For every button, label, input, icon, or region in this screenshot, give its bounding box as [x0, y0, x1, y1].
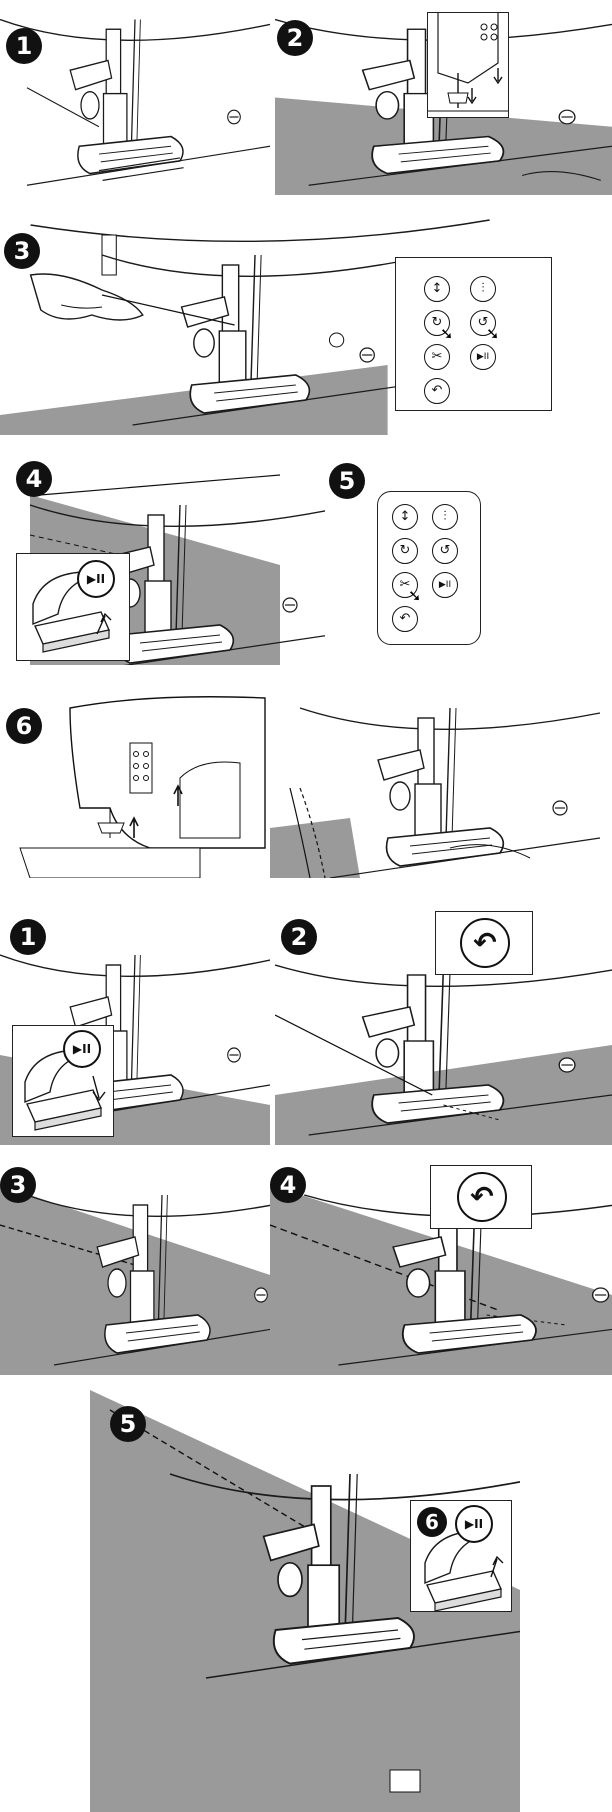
reverse-button[interactable]: ↶	[457, 1172, 507, 1222]
step2-5-panel: 5 6 ▶II	[90, 1390, 520, 1812]
step-2-panel: 2	[275, 0, 612, 195]
needle-lowering-inset	[427, 12, 509, 118]
tie-off-button[interactable]: ↺	[432, 538, 458, 564]
step-badge: 2	[281, 919, 317, 955]
lock-button[interactable]: ↻	[392, 538, 418, 564]
reverse-button[interactable]: ↶	[424, 378, 450, 404]
step-badge: 4	[270, 1167, 306, 1203]
step-4-panel: 4 ▶II	[0, 455, 325, 665]
thread-cut-button[interactable]: ✂	[424, 344, 450, 370]
step2-2-panel: 2 ↶	[275, 905, 612, 1145]
foot-pedal-inset: ▶II	[16, 553, 130, 661]
step2-1-panel: 1 ▶II	[0, 905, 270, 1145]
step-badge: 3	[4, 233, 40, 269]
reverse-button-inset: ↶	[435, 911, 533, 975]
reverse-button[interactable]: ↶	[392, 606, 418, 632]
control-panel-inset: ↕ ⫶ ↻ ↺ ✂ ▶II ↶ ➘	[377, 491, 481, 645]
start-stop-button[interactable]: ▶II	[470, 344, 496, 370]
step-badge: 6	[6, 708, 42, 744]
step-5-panel: 5 ↕ ⫶ ↻ ↺ ✂ ▶II ↶ ➘	[325, 455, 612, 665]
forward-sewing-illustration	[0, 1165, 270, 1375]
control-panel-inset: ↕ ⫶ ↻ ↺ ✂ ▶II ↶ ➘ ➘	[395, 257, 552, 411]
step-1-panel: 1	[0, 0, 270, 195]
step-badge: 5	[110, 1406, 146, 1442]
machine-side-illustration	[0, 688, 270, 878]
step-badge: 2	[277, 20, 313, 56]
needle-up-down-button[interactable]: ↕	[424, 276, 450, 302]
step-badge: 1	[10, 919, 46, 955]
pointer-arrow-icon: ➘	[486, 324, 499, 343]
presser-foot-illustration	[0, 0, 270, 195]
step2-3-panel: 3	[0, 1165, 270, 1375]
step-badge: 6	[417, 1507, 447, 1537]
step-badge: 3	[0, 1167, 36, 1203]
start-stop-button[interactable]: ▶II	[455, 1505, 493, 1543]
step2-4-panel: 4 ↶	[270, 1165, 612, 1375]
speed-button[interactable]: ⫶	[432, 504, 458, 530]
step-6-panel-fabric-removed	[270, 688, 612, 878]
reverse-button[interactable]: ↶	[460, 918, 510, 968]
step-badge: 4	[16, 461, 52, 497]
start-stop-button[interactable]: ▶II	[77, 560, 115, 598]
step-badge: 1	[6, 28, 42, 64]
foot-pedal-inset: ▶II	[12, 1025, 114, 1137]
machine-head-icon	[428, 13, 508, 117]
step-badge: 5	[329, 463, 365, 499]
start-stop-button[interactable]: ▶II	[63, 1030, 101, 1068]
speed-button[interactable]: ⫶	[470, 276, 496, 302]
reverse-button-inset: ↶	[430, 1165, 532, 1229]
pointer-arrow-icon: ➘	[440, 324, 453, 343]
fabric-removed-illustration	[270, 688, 612, 878]
step-6-panel-machine: 6	[0, 688, 270, 878]
step-3-panel: 3 ↕ ⫶ ↻ ↺ ✂ ▶II ↶ ➘ ➘	[0, 215, 612, 435]
start-stop-button[interactable]: ▶II	[432, 572, 458, 598]
foot-pedal-inset: 6 ▶II	[410, 1500, 512, 1612]
pointer-arrow-icon: ➘	[408, 586, 421, 605]
needle-up-down-button[interactable]: ↕	[392, 504, 418, 530]
